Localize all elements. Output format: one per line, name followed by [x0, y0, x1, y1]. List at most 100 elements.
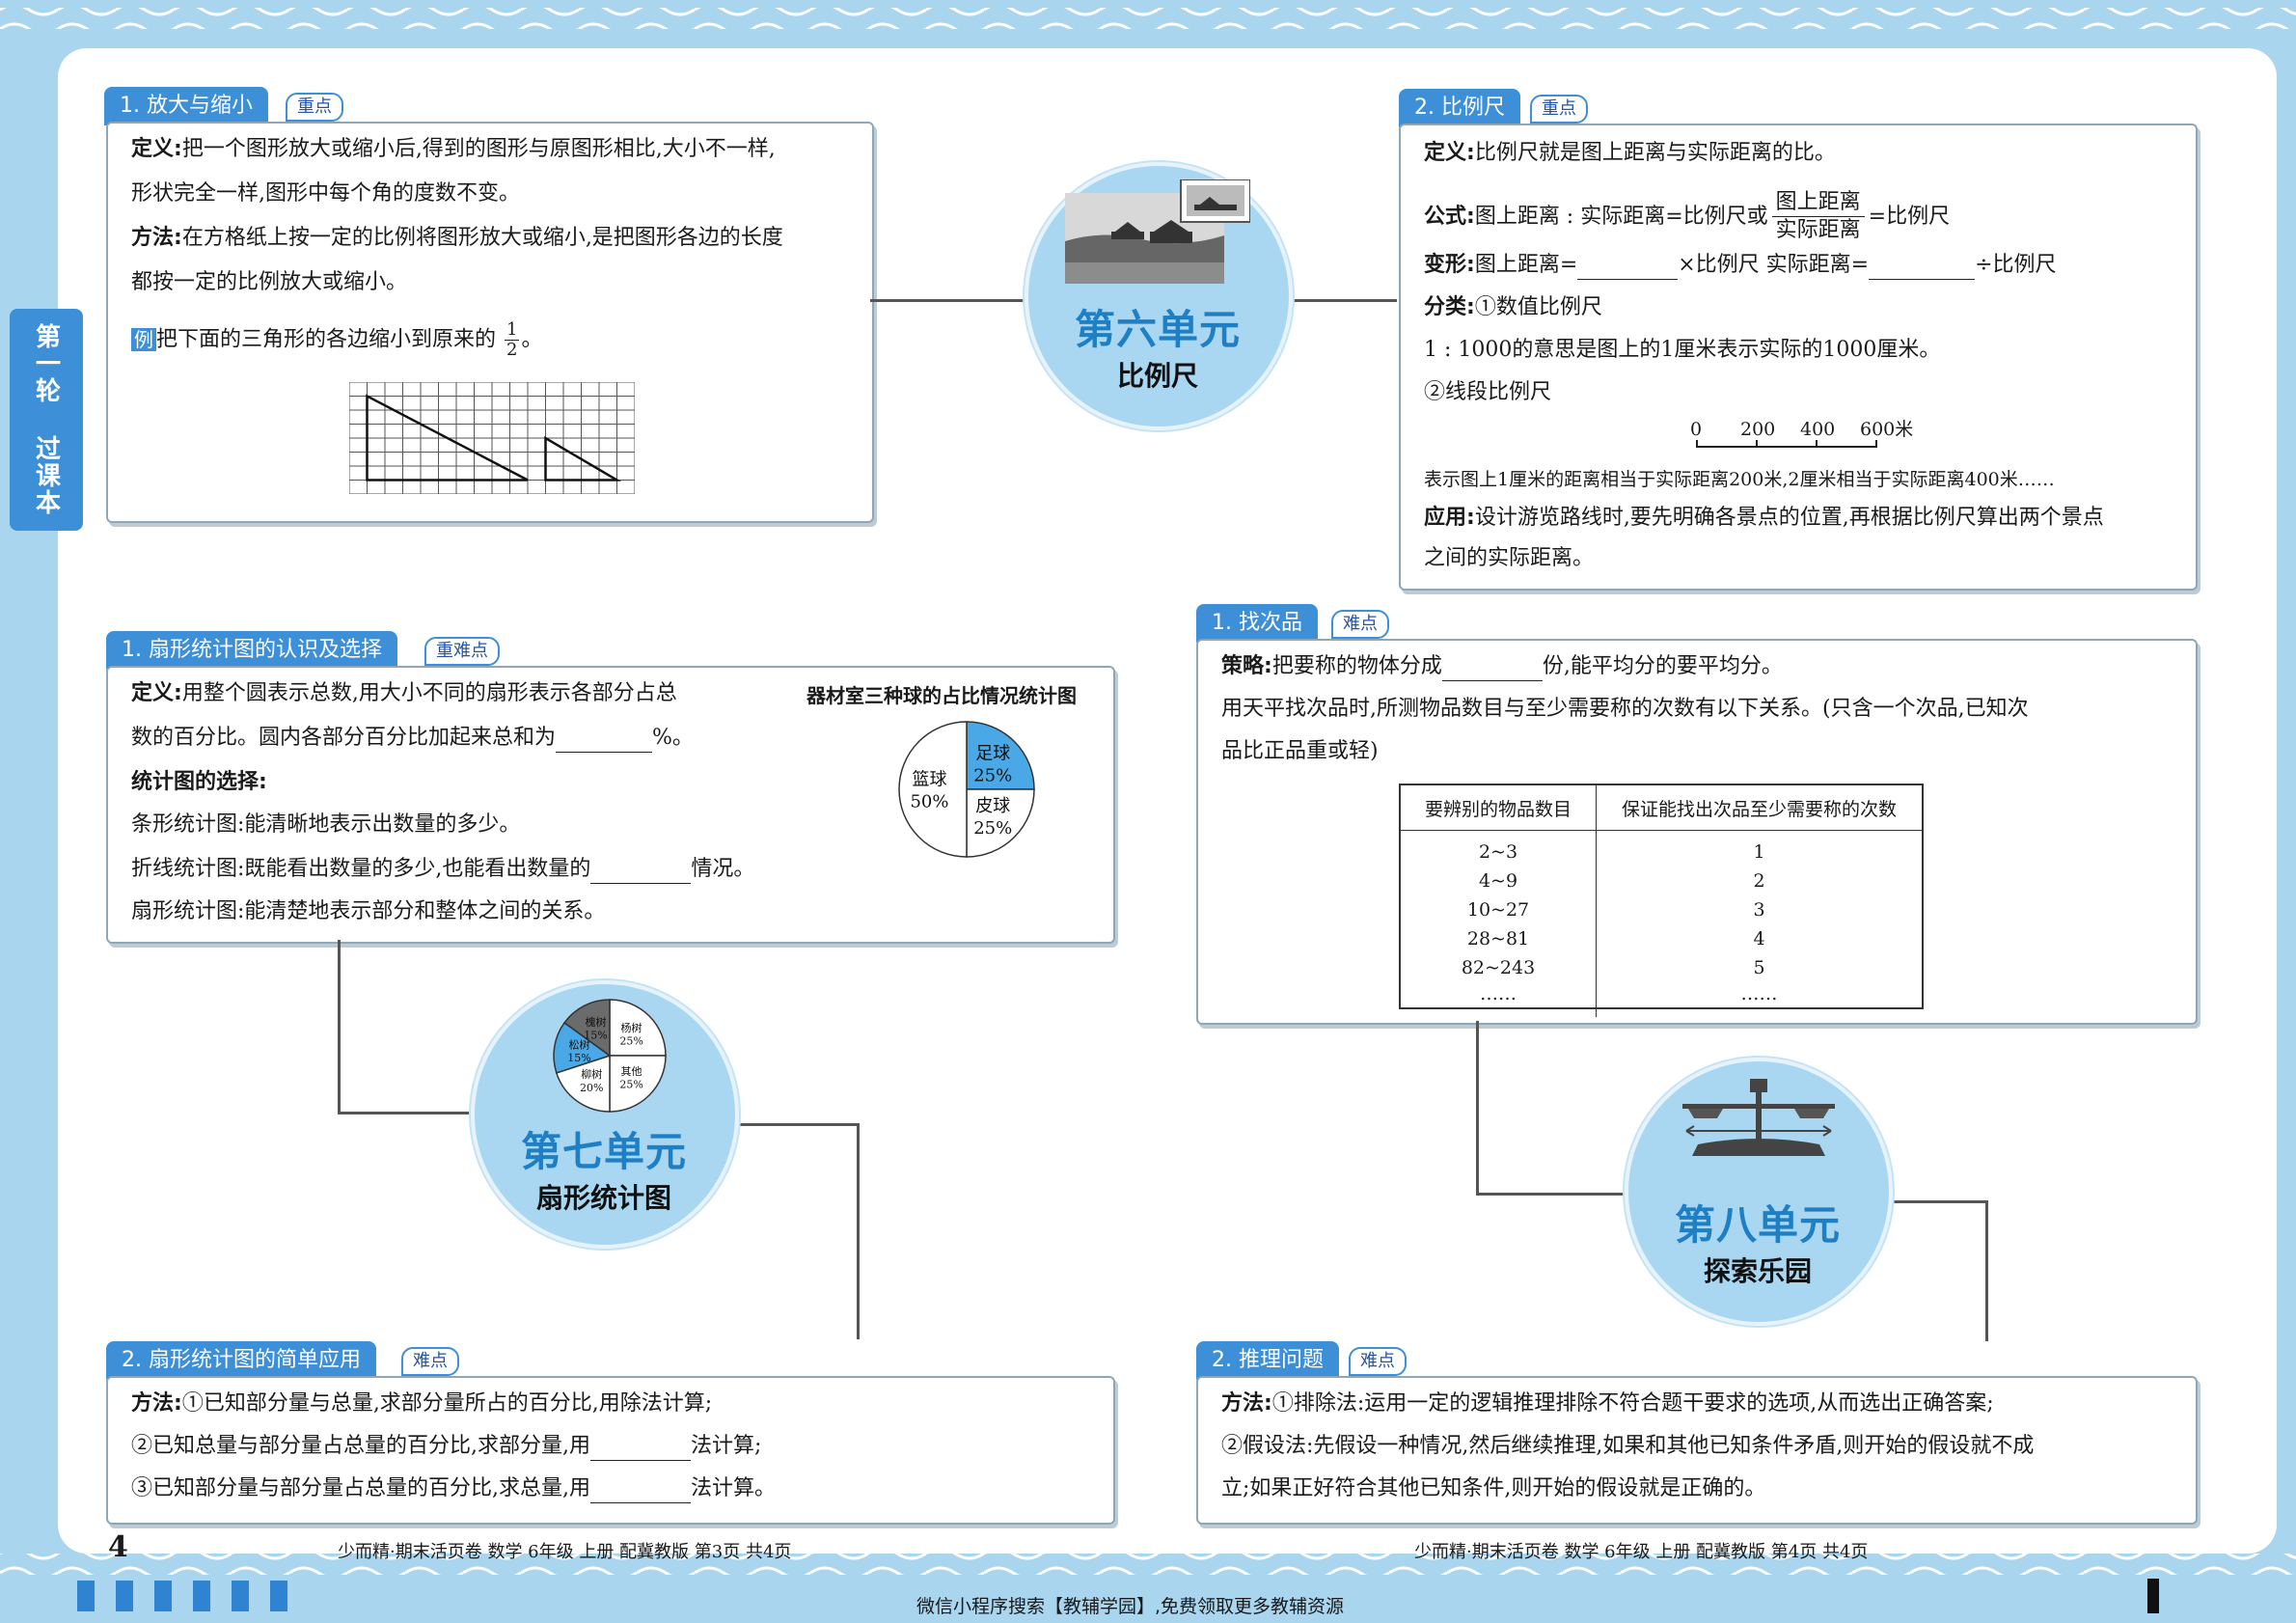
print-marks	[77, 1581, 287, 1611]
tag-reasoning: 2. 推理问题	[1196, 1341, 1339, 1380]
scale-tick: 200	[1740, 419, 1776, 440]
card-pie-intro: 定义:用整个圆表示总数,用大小不同的扇形表示各部分占总 数的百分比。圆内各部分百…	[106, 666, 1115, 944]
pie-slice	[966, 788, 1035, 858]
grid-triangles	[349, 382, 635, 494]
blank-field	[1869, 279, 1976, 280]
pie-label: 槐树	[586, 1015, 607, 1029]
building-photo-icon	[1065, 179, 1250, 284]
app-text: 设计游览路线时,要先明确各景点的位置,再根据比例尺算出两个景点	[1474, 506, 2104, 530]
badge-key: 重点	[286, 93, 343, 122]
formula-label: 公式:	[1424, 204, 1475, 229]
scale-desc: 表示图上1厘米的距离相当于实际距离200米,2厘米相当于实际距离400米……	[1424, 469, 2055, 490]
scale-tick: 0	[1690, 419, 1703, 440]
blank-field	[556, 752, 653, 753]
table-cell: 2	[1753, 870, 1765, 892]
pie-label: 25%	[619, 1034, 642, 1047]
badge-hard: 难点	[1331, 610, 1389, 639]
tag-enlarge-shrink: 1. 放大与缩小	[104, 87, 268, 125]
unit7-subtitle: 扇形统计图	[535, 1182, 671, 1214]
pie-label: 50%	[910, 792, 948, 812]
unit6-subtitle: 比例尺	[1116, 360, 1198, 392]
page-number: 4	[108, 1530, 128, 1564]
strategy-text: 把要称的物体分成	[1271, 654, 1442, 678]
table-cell: 4	[1753, 928, 1765, 949]
variant-label: 变形:	[1424, 253, 1475, 277]
connector-line	[338, 940, 341, 1114]
pie-slice	[898, 721, 968, 858]
method-text: 在方格纸上按一定的比例将图形放大或缩小,是把图形各边的长度	[181, 226, 783, 250]
example-label: 例	[131, 327, 156, 351]
pie-label: 20%	[580, 1082, 603, 1094]
connector-line	[1985, 1200, 1988, 1341]
connector-line	[1881, 1200, 1987, 1203]
variant-text-2: ×比例尺 实际距离=	[1678, 253, 1870, 277]
chart-title: 器材室三种球的占比情况统计图	[806, 684, 1077, 707]
blank-field	[590, 1502, 691, 1503]
pie-slice	[563, 999, 611, 1058]
small-triangle	[544, 435, 622, 481]
footer-right: 少而精·期末活页卷 数学 6年级 上册 配冀教版 第4页 共4页	[1414, 1542, 1869, 1562]
example-text: 把下面的三角形的各边缩小到原来的	[156, 327, 497, 352]
table-cell: ……	[1740, 983, 1778, 1004]
card-enlarge-shrink: 定义:把一个图形放大或缩小后,得到的图形与原图形相比,大小不一样, 形状完全一样…	[106, 122, 874, 523]
blank-field	[1577, 279, 1679, 280]
scale-tick: 400	[1800, 419, 1836, 440]
unit6-circle: 第六单元 比例尺	[1025, 162, 1293, 430]
badge-key: 重点	[1530, 95, 1588, 124]
method-2-end: 法计算;	[691, 1434, 762, 1458]
table-row: …… ……	[1401, 982, 1922, 1017]
footer-left: 少而精·期末活页卷 数学 6年级 上册 配冀教版 第3页 共4页	[338, 1542, 792, 1562]
method-3: 立;如果正好符合其他已知条件,则开始的假设就是正确的。	[1221, 1476, 1766, 1500]
unit8-title: 第八单元	[1674, 1201, 1841, 1249]
balance-scale-icon	[1682, 1079, 1835, 1156]
tag-pie-intro: 1. 扇形统计图的认识及选择	[106, 631, 397, 670]
connector-line	[870, 299, 1034, 302]
table-cell: 28~81	[1401, 924, 1597, 953]
pie-label: 25%	[619, 1079, 642, 1091]
strategy-text-2: 份,能平均分的要平均分。	[1542, 654, 1783, 678]
connector-line	[857, 1123, 860, 1339]
table-cell: ……	[1401, 982, 1597, 1017]
big-triangle	[366, 394, 529, 481]
strategy-label: 策略:	[1221, 654, 1272, 678]
pie-label: 25%	[973, 818, 1012, 839]
method-3: ③已知部分量与部分量占总量的百分比,求总量,用	[131, 1476, 590, 1500]
pie-slice	[966, 721, 1035, 790]
pie-label: 15%	[584, 1030, 607, 1042]
formula-num: 图上距离	[1771, 189, 1865, 217]
connector-line	[1476, 1021, 1479, 1195]
table-cell: 10~27	[1401, 895, 1597, 924]
line-chart-desc-2: 情况。	[691, 857, 755, 881]
line-chart-desc: 折线统计图:既能看出数量的多少,也能看出数量的	[131, 857, 591, 881]
unit8-circle: 第八单元 探索乐园	[1625, 1058, 1893, 1326]
unit8-subtitle: 探索乐园	[1703, 1255, 1812, 1287]
example-end: 。	[521, 327, 543, 352]
card-reasoning: 方法:①排除法:运用一定的逻辑推理排除不符合题干要求的选项,从而选出正确答案; …	[1196, 1376, 2198, 1525]
variant-text: 图上距离=	[1474, 253, 1578, 277]
method-1: ①排除法:运用一定的逻辑推理排除不符合题干要求的选项,从而选出正确答案;	[1271, 1391, 1994, 1416]
pie-chart-desc: 扇形统计图:能清楚地表示部分和整体之间的关系。	[131, 899, 606, 923]
def-label: 定义:	[1424, 141, 1475, 165]
def-text: 用整个圆表示总数,用大小不同的扇形表示各部分占总	[181, 681, 677, 705]
side-tab: 第一轮 过课本	[10, 309, 83, 531]
class-segment: ②线段比例尺	[1424, 380, 1552, 404]
connector-line	[1476, 1193, 1630, 1196]
formula-den: 实际距离	[1775, 218, 1861, 242]
connector-line	[724, 1123, 859, 1126]
formula-end: =比例尺	[1868, 204, 1951, 229]
bar-chart-desc: 条形统计图:能清晰地表示出数量的多少。	[131, 812, 521, 837]
method-2: ②已知总量与部分量占总量的百分比,求部分量,用	[131, 1434, 590, 1458]
connector-line	[338, 1112, 482, 1114]
tag-scale: 2. 比例尺	[1399, 89, 1520, 127]
frac-den: 2	[506, 340, 518, 360]
pie-label: 皮球	[975, 796, 1010, 816]
blank-field	[590, 883, 692, 884]
connector-line	[1281, 299, 1397, 302]
table-row: 28~81 4	[1401, 924, 1922, 953]
